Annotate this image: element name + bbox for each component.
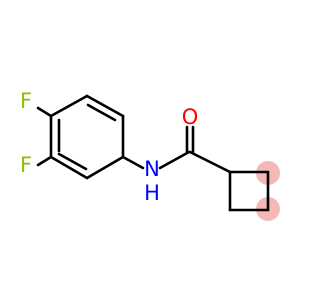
atom-labels: F F O N H (20, 89, 198, 205)
bond-ring-4 (49, 155, 89, 180)
bond-ring-1 (85, 94, 125, 118)
bond-c-f-top (36, 106, 53, 118)
bond-c-f-bottom (36, 155, 53, 167)
bond-aromatic-1 (86, 103, 117, 122)
atom-oxygen: O (182, 105, 199, 129)
bond-aromatic-2 (57, 152, 88, 171)
atom-fluorine-top: F (20, 89, 32, 113)
structure-svg: F F O N H (20, 89, 280, 221)
molecule-diagram: F F O N H (20, 89, 280, 221)
atom-hydrogen: H (144, 181, 160, 205)
bond-n-c (158, 150, 191, 170)
atom-nitrogen: N (144, 157, 160, 181)
bond-c-n (121, 155, 145, 170)
bond-ring-6 (49, 94, 89, 118)
atom-fluorine-bottom: F (20, 153, 32, 177)
bond-c-ring (188, 150, 232, 174)
bond-ring-3 (85, 155, 125, 180)
bonds (36, 94, 270, 212)
